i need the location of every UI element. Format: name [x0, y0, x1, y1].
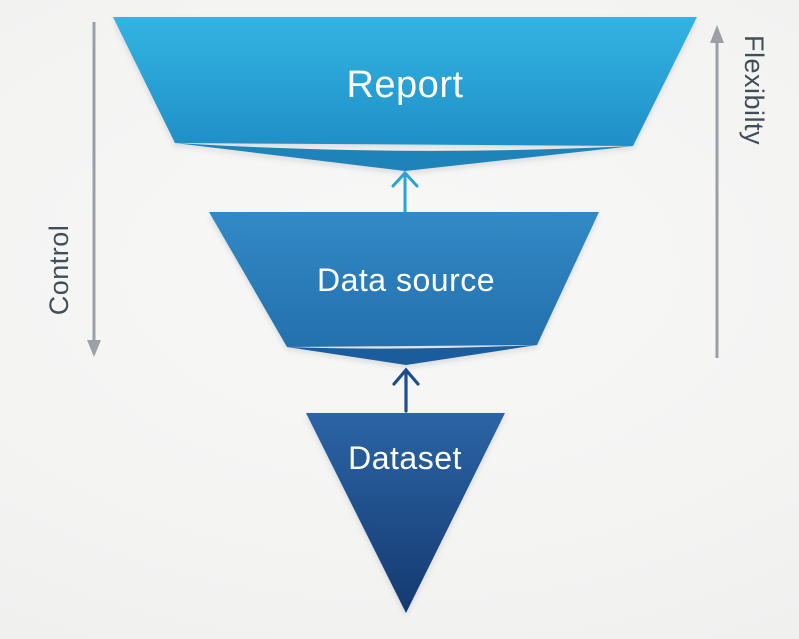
control-axis-label: Control	[44, 225, 74, 316]
datasource-layer: Data source	[209, 212, 599, 365]
dataset-shape	[306, 413, 505, 613]
arrow-dataset-to-datasource-head-up-icon	[392, 367, 420, 386]
flexibility-axis-arrowhead-up-icon	[710, 25, 724, 43]
control-axis: Control	[44, 22, 101, 357]
arrow-datasource-to-report-head-up-icon	[391, 170, 419, 188]
report-shape	[113, 17, 697, 146]
datasource-shape-dip	[287, 345, 537, 365]
flexibility-axis-label: Flexibilty	[739, 35, 769, 145]
arrow-dataset-to-datasource	[392, 367, 420, 413]
datasource-label: Data source	[317, 262, 495, 298]
datasource-shape	[209, 212, 599, 347]
report-label: Report	[346, 64, 463, 106]
report-layer: Report	[113, 17, 697, 171]
control-axis-arrowhead-down-icon	[87, 340, 101, 357]
dataset-label: Dataset	[348, 440, 462, 476]
arrow-datasource-to-report	[391, 170, 419, 214]
flexibility-axis: Flexibilty	[710, 25, 769, 358]
report-shape-dip	[175, 143, 633, 171]
dataset-layer: Dataset	[306, 413, 505, 613]
